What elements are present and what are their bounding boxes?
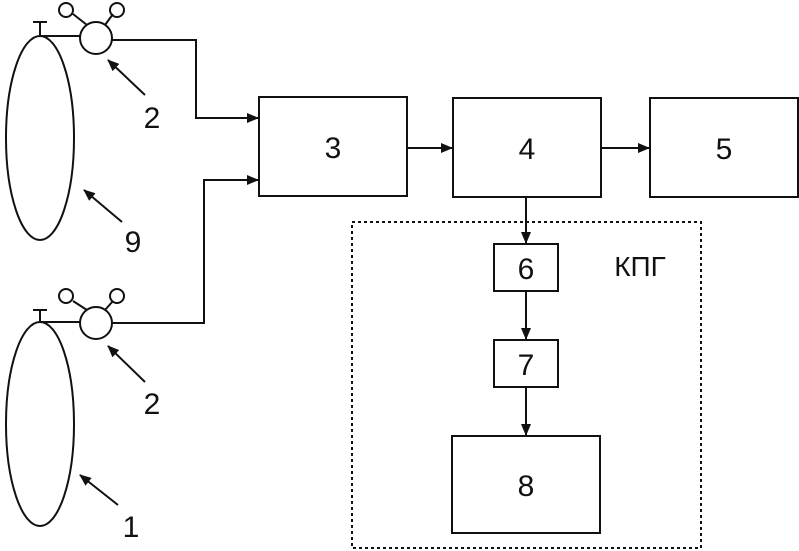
line-bottom-to-3 <box>112 175 259 324</box>
callout-cylinder-top: 9 <box>125 226 142 259</box>
block-8-label: 8 <box>518 470 535 503</box>
callout-arrow-reducer-top <box>107 59 146 96</box>
block-7: 7 <box>493 339 559 388</box>
callout-arrow-cylinder-top <box>83 189 123 223</box>
pressure-reducer-top <box>58 2 125 55</box>
block-6-label: 6 <box>518 253 535 286</box>
pressure-reducer-bottom <box>58 288 125 340</box>
callout-reducer-top: 2 <box>144 102 161 135</box>
callout-arrow-reducer-bottom <box>107 345 146 383</box>
callout-arrow-cylinder-bottom <box>79 474 119 506</box>
block-5-label: 5 <box>716 133 733 166</box>
gas-cylinder-bottom <box>5 309 80 527</box>
block-4: 4 <box>452 97 602 198</box>
block-4-label: 4 <box>519 133 536 166</box>
block-3: 3 <box>258 96 408 197</box>
gas-cylinder-top <box>5 21 80 241</box>
kpg-group-label: КПГ <box>614 251 666 282</box>
block-3-label: 3 <box>325 132 342 165</box>
block-8: 8 <box>451 435 601 534</box>
callout-reducer-bottom: 2 <box>144 388 161 421</box>
block-5: 5 <box>649 97 799 198</box>
block-6: 6 <box>493 243 559 292</box>
callout-cylinder-bottom: 1 <box>123 511 140 544</box>
line-top-to-3 <box>112 39 259 123</box>
block-7-label: 7 <box>518 349 535 382</box>
